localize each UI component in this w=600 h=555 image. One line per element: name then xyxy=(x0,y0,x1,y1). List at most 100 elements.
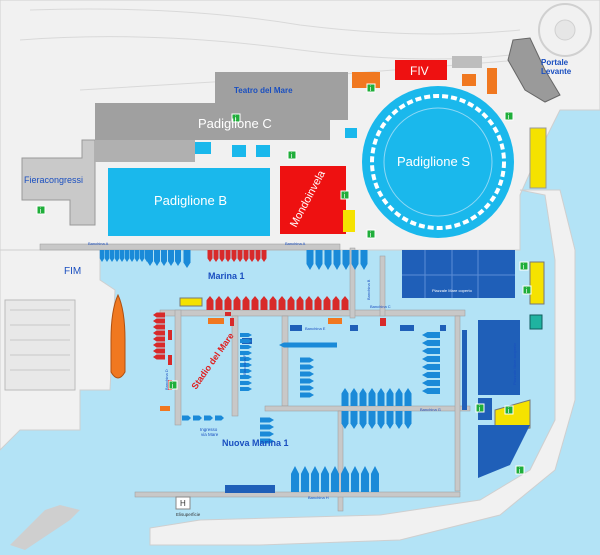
boat xyxy=(153,318,165,324)
boat xyxy=(359,388,367,406)
boat xyxy=(134,250,140,262)
boat xyxy=(240,387,252,391)
boat xyxy=(314,296,322,310)
boat xyxy=(315,250,323,270)
cyan-kiosks xyxy=(195,128,357,157)
label-fiv: FIV xyxy=(410,64,429,78)
yellow-structure-1 xyxy=(529,127,547,189)
boat xyxy=(240,357,252,361)
boat xyxy=(261,250,267,262)
boat xyxy=(240,345,252,349)
boat xyxy=(368,388,376,406)
boat xyxy=(207,250,213,262)
orange-dock-markers xyxy=(160,318,342,411)
boat xyxy=(124,250,130,262)
info-icon xyxy=(231,113,241,123)
boat xyxy=(351,250,359,270)
boat xyxy=(175,250,181,266)
info-icon xyxy=(504,405,514,415)
boat xyxy=(213,250,219,262)
boat xyxy=(153,348,165,354)
boat xyxy=(306,250,314,270)
info-icon-glyph: i xyxy=(291,153,293,160)
boat xyxy=(296,296,304,310)
boat xyxy=(215,415,224,421)
boat xyxy=(269,296,277,310)
boat xyxy=(260,438,274,444)
boat xyxy=(153,342,165,348)
boat xyxy=(341,296,349,310)
boat xyxy=(129,250,135,262)
label-padiglione-s: Padiglione S xyxy=(397,154,470,169)
boat xyxy=(331,466,339,492)
boat xyxy=(377,411,385,429)
boat xyxy=(224,296,232,310)
info-icon-glyph: i xyxy=(40,208,42,215)
boat xyxy=(204,415,213,421)
info-icon-glyph: i xyxy=(508,408,510,415)
info-icon xyxy=(366,229,376,239)
boat xyxy=(422,332,440,338)
boat xyxy=(386,411,394,429)
fiv-building xyxy=(395,60,447,80)
label-banchina-b: Banchina B xyxy=(366,279,371,300)
padiglione-b xyxy=(108,168,270,236)
boat xyxy=(341,388,349,406)
boat xyxy=(305,296,313,310)
boat xyxy=(301,466,309,492)
boat xyxy=(321,466,329,492)
label-banchina-a-2: Banchina A xyxy=(285,241,306,246)
boat xyxy=(154,250,160,266)
boat xyxy=(361,466,369,492)
land-east-pier xyxy=(149,189,576,546)
boat xyxy=(350,411,358,429)
boats-blue xyxy=(99,250,440,492)
boat xyxy=(404,388,412,406)
label-banchina-f: Banchina F xyxy=(242,354,247,375)
boat xyxy=(240,339,252,343)
label-banchina-d: Banchina D xyxy=(164,369,169,390)
boat xyxy=(240,369,252,373)
info-icon xyxy=(475,403,485,413)
boat xyxy=(225,250,231,262)
boat xyxy=(119,250,125,262)
label-padiglione-b: Padiglione B xyxy=(154,193,227,208)
boat xyxy=(153,312,165,318)
padiglione-s-ring xyxy=(370,94,506,230)
boat xyxy=(168,250,174,266)
label-banchina-h: Banchina H xyxy=(308,495,329,500)
boat xyxy=(368,411,376,429)
boat xyxy=(206,296,214,310)
boat xyxy=(231,250,237,262)
boat xyxy=(359,411,367,429)
boat xyxy=(311,466,319,492)
boats-red xyxy=(153,250,349,360)
info-icon xyxy=(504,111,514,121)
info-icon-glyph: i xyxy=(235,116,237,123)
boat xyxy=(243,250,249,262)
info-icon-glyph: i xyxy=(344,193,346,200)
boat xyxy=(350,388,358,406)
label-elisuperficie: Elisuperficie xyxy=(176,512,201,517)
boat xyxy=(300,378,314,384)
boat xyxy=(215,296,223,310)
boat xyxy=(342,250,350,270)
boat xyxy=(422,356,440,362)
boat xyxy=(300,371,314,377)
boat xyxy=(324,250,332,270)
orange-building-2 xyxy=(462,74,476,86)
boat xyxy=(109,250,115,262)
label-banchina-c: Banchina C xyxy=(370,304,391,309)
boat xyxy=(300,392,314,398)
label-banchina-g: Banchina G xyxy=(420,407,441,412)
boat xyxy=(219,250,225,262)
info-icon xyxy=(36,205,46,215)
yellow-structure-2 xyxy=(343,210,355,232)
boat xyxy=(300,357,314,363)
orange-building-1 xyxy=(352,72,380,88)
boat xyxy=(260,296,268,310)
boat xyxy=(323,296,331,310)
info-icon xyxy=(366,83,376,93)
boat xyxy=(240,375,252,379)
